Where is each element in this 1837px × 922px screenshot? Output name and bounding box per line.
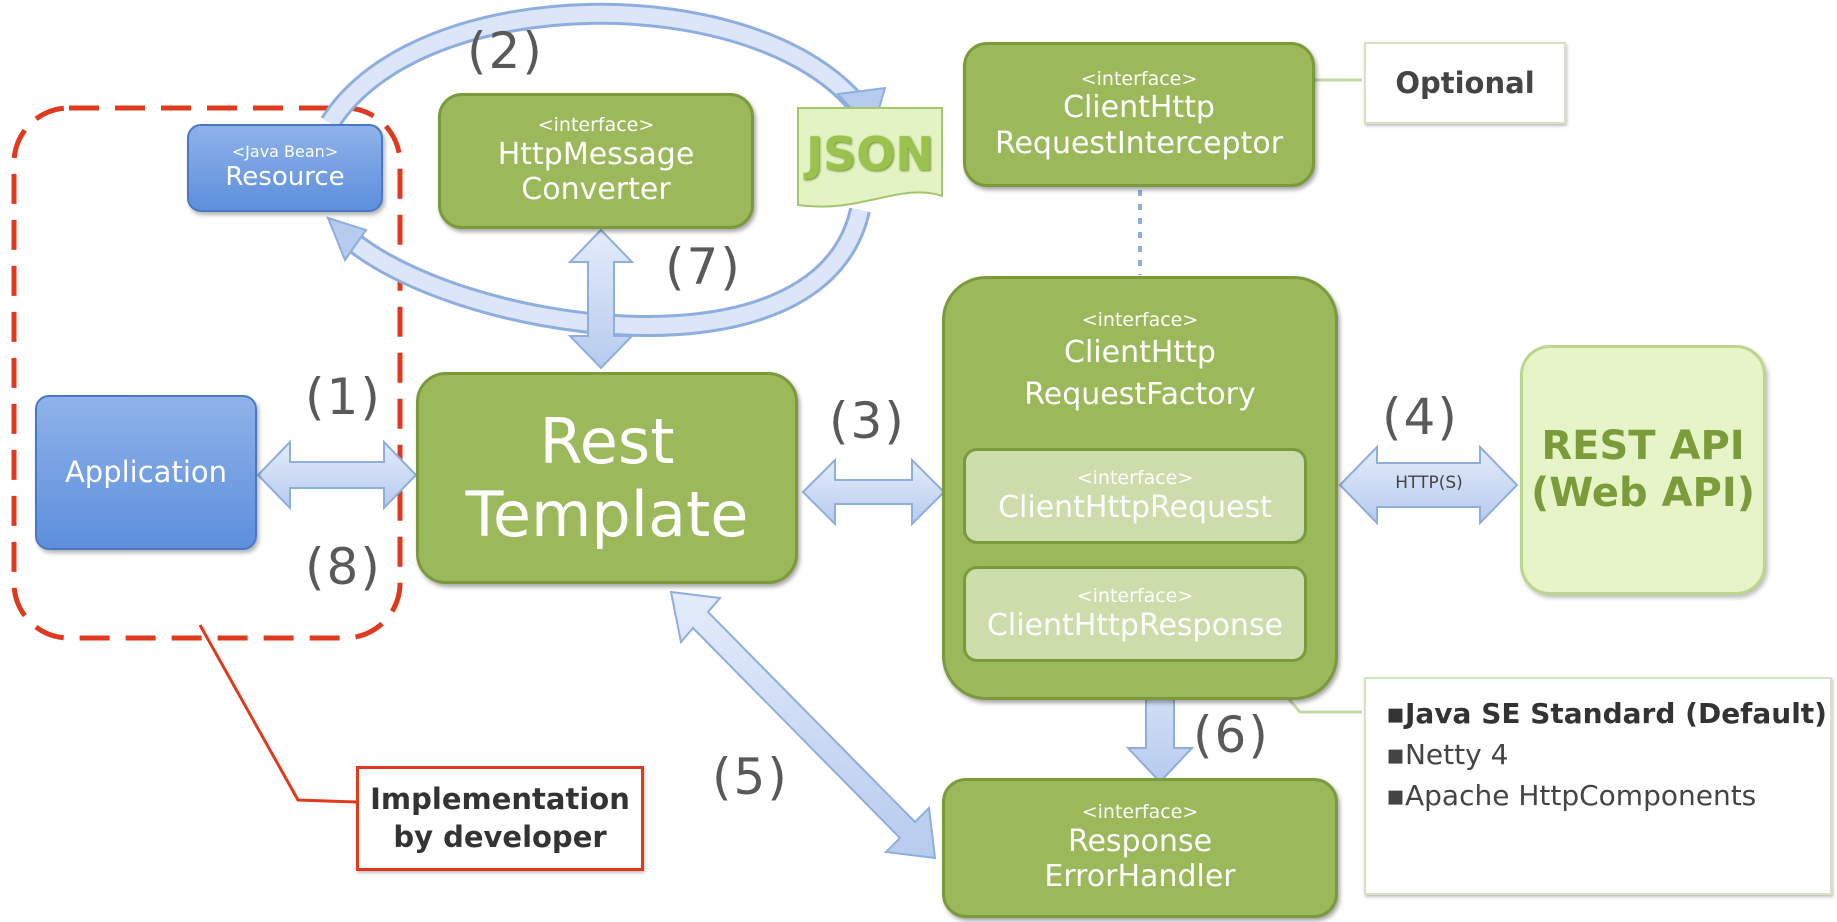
implementation-item: ▪Apache HttpComponents	[1386, 779, 1830, 812]
optional-note: Optional	[1364, 42, 1566, 124]
rest-template-line2: Template	[465, 478, 749, 551]
step-7-label: (7)	[665, 238, 742, 296]
developer-note: Implementation by developer	[356, 766, 644, 871]
step-5-label: (5)	[712, 748, 789, 806]
implementation-item-label: Java SE Standard (Default)	[1404, 697, 1827, 730]
arrow-rest-factory	[801, 457, 946, 527]
json-document-shape	[797, 107, 943, 208]
implementations-note: ▪Java SE Standard (Default) ▪Netty 4 ▪Ap…	[1364, 677, 1832, 895]
interceptor-line2: RequestInterceptor	[994, 125, 1284, 161]
converter-stereotype: <interface>	[537, 114, 655, 137]
resource-bean: <Java Bean> Resource	[187, 124, 383, 212]
step-8-label: (8)	[305, 538, 382, 596]
application-box: Application	[35, 395, 257, 550]
arrow-rest-errorhandler	[669, 590, 937, 860]
rest-api-line2: (Web API)	[1530, 470, 1756, 516]
implementation-item-label: Netty 4	[1404, 738, 1509, 771]
converter-line2: Converter	[521, 172, 671, 208]
developer-implementation-area	[11, 105, 403, 641]
optional-label: Optional	[1395, 66, 1535, 100]
rest-template-line1: Rest	[539, 404, 675, 478]
factory-line2: RequestFactory	[1024, 376, 1256, 412]
arrow-converter-rest	[567, 228, 635, 370]
step-1-label: (1)	[305, 368, 382, 426]
step-6-label: (6)	[1193, 706, 1270, 764]
bullet-icon: ▪	[1386, 738, 1405, 771]
arrow-app-rest	[256, 439, 418, 511]
developer-note-line2: by developer	[393, 819, 607, 854]
application-label: Application	[64, 455, 228, 490]
converter-line1: HttpMessage	[497, 136, 695, 172]
implementation-item: ▪Java SE Standard (Default)	[1386, 697, 1830, 730]
interceptor-stereotype: <interface>	[1080, 67, 1198, 90]
http-label: HTTP(S)	[1395, 473, 1463, 493]
client-http-request: <interface> ClientHttpRequest	[963, 448, 1307, 544]
response-label: ClientHttpResponse	[986, 607, 1284, 643]
developer-note-line1: Implementation	[370, 781, 630, 816]
response-stereotype: <interface>	[1076, 585, 1194, 608]
request-stereotype: <interface>	[1076, 467, 1194, 490]
implementation-item: ▪Netty 4	[1386, 738, 1830, 771]
error-handler-stereotype: <interface>	[1081, 801, 1199, 824]
loop-arrowhead-resource	[326, 216, 368, 263]
interceptor-line1: ClientHttp	[1063, 90, 1215, 126]
json-label: JSON	[806, 126, 934, 181]
step-3-label: (3)	[829, 392, 906, 450]
error-handler-line1: Response	[1067, 823, 1213, 859]
rest-api-line1: REST API	[1541, 422, 1745, 469]
json-document: JSON	[800, 112, 940, 196]
rest-api: REST API (Web API)	[1520, 345, 1766, 595]
response-error-handler: <interface> Response ErrorHandler	[942, 778, 1338, 918]
resource-stereotype: <Java Bean>	[231, 142, 339, 162]
error-handler-line2: ErrorHandler	[1044, 859, 1236, 895]
resource-label: Resource	[225, 162, 345, 193]
implementation-item-label: Apache HttpComponents	[1404, 779, 1757, 812]
step-4-label: (4)	[1382, 388, 1459, 446]
arrow-factory-api	[1338, 444, 1519, 526]
http-message-converter: <interface> HttpMessage Converter	[438, 93, 754, 229]
developer-note-leader	[198, 624, 357, 804]
factory-line1: ClientHttp	[1064, 335, 1216, 371]
bullet-icon: ▪	[1386, 779, 1405, 812]
factory-stereotype: <interface>	[1081, 309, 1199, 331]
bullet-icon: ▪	[1386, 697, 1405, 730]
step-2-label: (2)	[467, 22, 544, 80]
client-http-response: <interface> ClientHttpResponse	[963, 566, 1307, 662]
client-http-request-interceptor: <interface> ClientHttp RequestIntercepto…	[963, 42, 1315, 187]
request-label: ClientHttpRequest	[998, 489, 1272, 525]
rest-template: Rest Template	[416, 372, 798, 584]
